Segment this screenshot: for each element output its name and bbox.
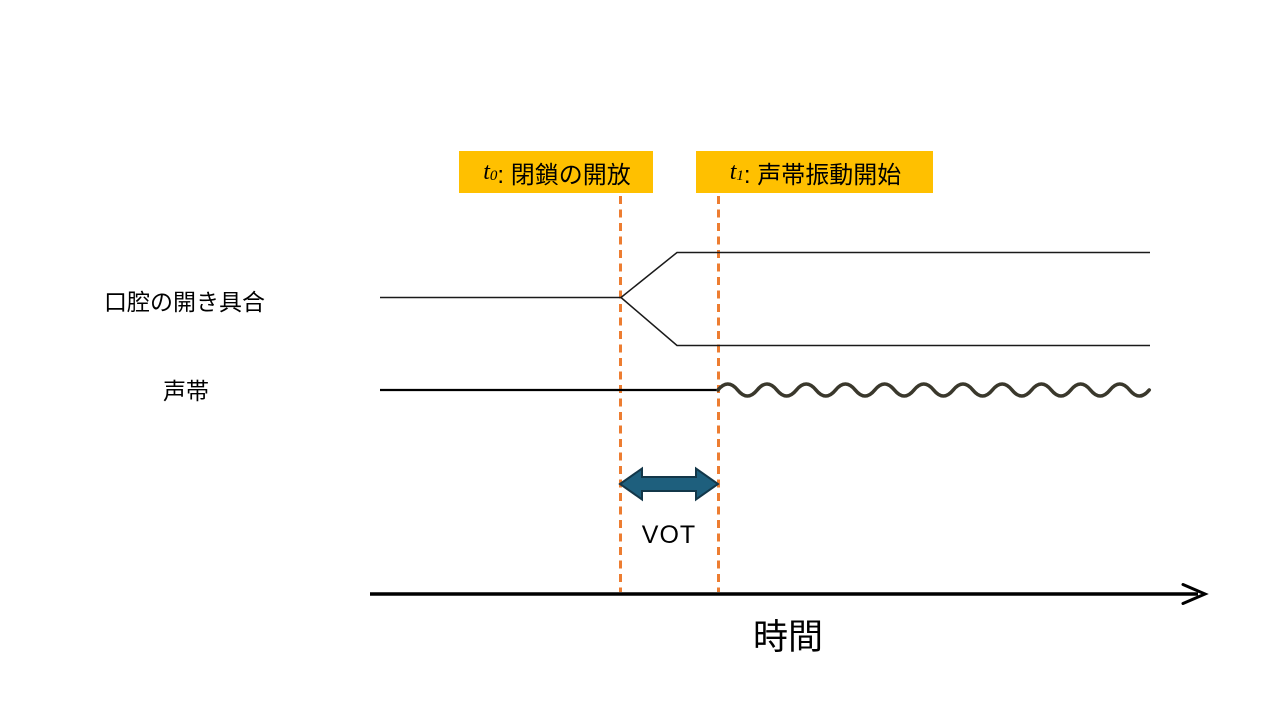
time-axis-arrowhead-icon <box>1181 583 1209 605</box>
t0-symbol: t <box>483 158 490 185</box>
mouth-opening-trace <box>380 251 1150 347</box>
t1-symbol: t <box>729 158 737 185</box>
time-axis-label: 時間 <box>752 618 823 657</box>
vot-interval-arrow <box>618 466 720 502</box>
time-axis <box>370 583 1209 605</box>
t1-subscript: 1 <box>736 167 744 184</box>
t0-subscript: 0 <box>489 167 498 184</box>
vocal-fold-trace <box>380 382 1151 398</box>
vocal-fold-vibration-wave <box>716 382 1151 398</box>
mouth-opening-upper-line <box>380 251 1150 299</box>
row-label-mouth-opening: 口腔の開き具合 <box>104 289 265 315</box>
t0-description: : 閉鎖の開放 <box>497 161 631 189</box>
t1-description: : 声帯振動開始 <box>743 161 902 189</box>
vot-interval-label: VOT <box>641 521 697 549</box>
mouth-opening-lower-line <box>620 296 1150 347</box>
row-label-vocal-folds: 声帯 <box>163 378 209 404</box>
